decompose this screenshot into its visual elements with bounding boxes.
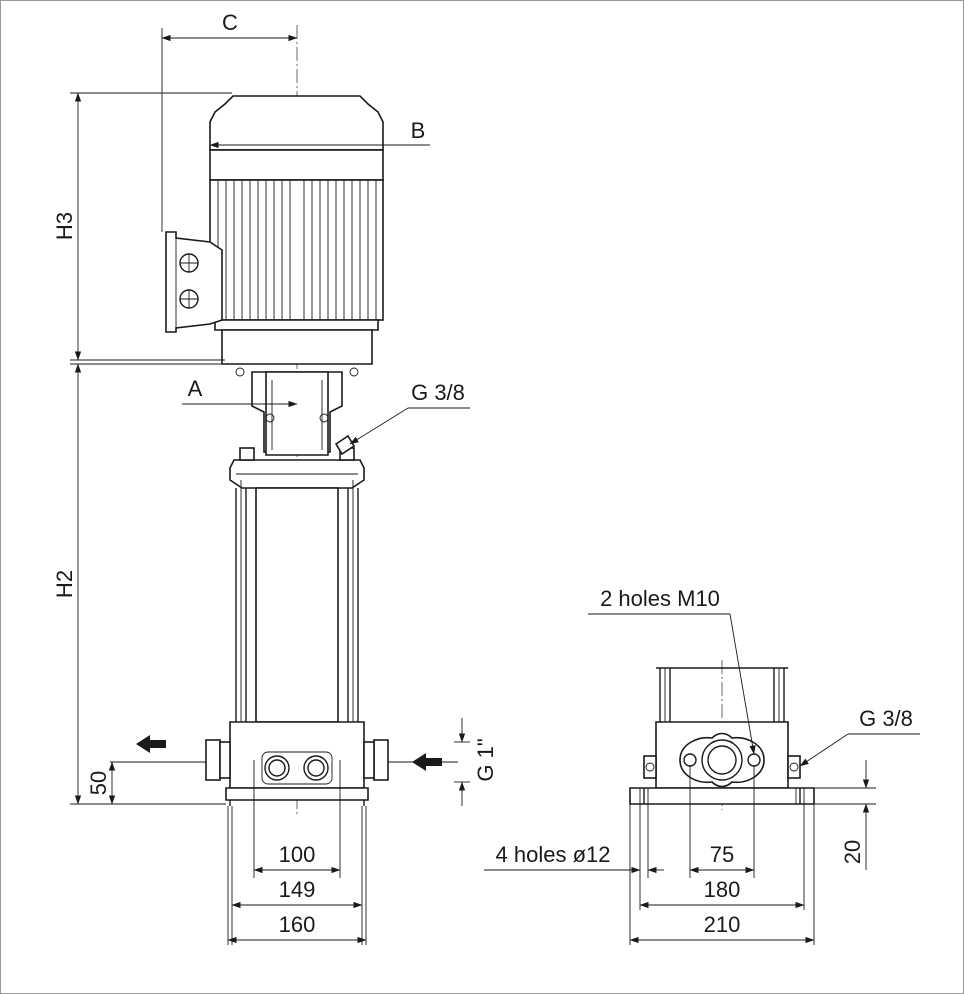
- side-view: 2 holes M10 G 3/8 20 4 holes: [484, 586, 920, 945]
- label-g1: G 1": [473, 738, 498, 781]
- label-160: 160: [279, 912, 316, 937]
- label-g38-front: G 3/8: [411, 380, 465, 405]
- pump-head: [229, 434, 365, 489]
- label-50: 50: [86, 771, 111, 795]
- label-h2: H2: [52, 570, 77, 598]
- dim-20: 20: [814, 760, 876, 870]
- dim-holes-m10: 2 holes M10: [588, 586, 756, 755]
- motor-body: [209, 149, 384, 377]
- dim-h3: H3: [52, 92, 232, 361]
- label-holes-d12: 4 holes ø12: [496, 842, 611, 867]
- flow-arrows: [110, 735, 458, 771]
- label-a: A: [188, 376, 203, 401]
- dim-50: 50: [86, 761, 116, 805]
- dim-c: C: [161, 10, 298, 232]
- label-210: 210: [704, 912, 741, 937]
- label-b: B: [411, 118, 426, 143]
- coupling-lantern: [251, 371, 343, 456]
- label-c: C: [222, 10, 238, 35]
- front-view: C B A H3 H2 5: [52, 10, 498, 945]
- dim-b: B: [209, 118, 430, 149]
- pump-base: [205, 721, 389, 806]
- dim-bottom-front: 100 149 160: [227, 760, 367, 945]
- dim-bottom-side: 4 holes ø12 75 180 210: [484, 766, 815, 945]
- terminal-box: [165, 231, 223, 333]
- label-20: 20: [840, 840, 865, 864]
- label-h3: H3: [52, 212, 77, 240]
- dim-g38-front: G 3/8: [349, 380, 470, 445]
- pump-sleeve: [235, 480, 359, 730]
- outlet-arrow-icon: [136, 735, 166, 753]
- dim-h2: H2: [52, 363, 226, 805]
- dim-g38-side: G 3/8: [799, 706, 920, 767]
- label-180: 180: [704, 877, 741, 902]
- label-75: 75: [710, 842, 734, 867]
- label-g38-side: G 3/8: [859, 706, 913, 731]
- side-sleeve: [656, 667, 788, 730]
- label-holes-m10: 2 holes M10: [600, 586, 720, 611]
- motor-fan-cover: [209, 95, 384, 151]
- label-100: 100: [279, 842, 316, 867]
- label-149: 149: [279, 877, 316, 902]
- dim-g1: G 1": [454, 718, 498, 806]
- side-base: [629, 721, 815, 805]
- dim-a: A: [182, 376, 298, 408]
